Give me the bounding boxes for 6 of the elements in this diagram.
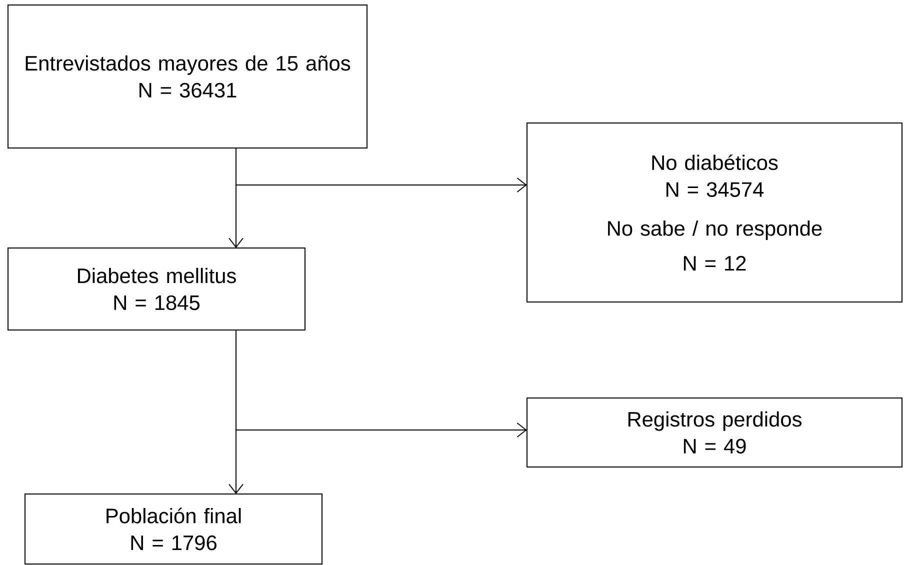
flow-box: Entrevistados mayores de 15 años N = 36431 [8,4,368,148]
arrow [236,148,527,192]
flow-box: Registros perdidos N = 49 [526,398,902,468]
flow-box: Población final N = 1796 [24,494,322,564]
flow-box: Diabetes mellitus N = 1845 [8,248,306,330]
flow-box: No diabéticos N = 34574 No sabe / no responde N = 12 [526,122,902,302]
